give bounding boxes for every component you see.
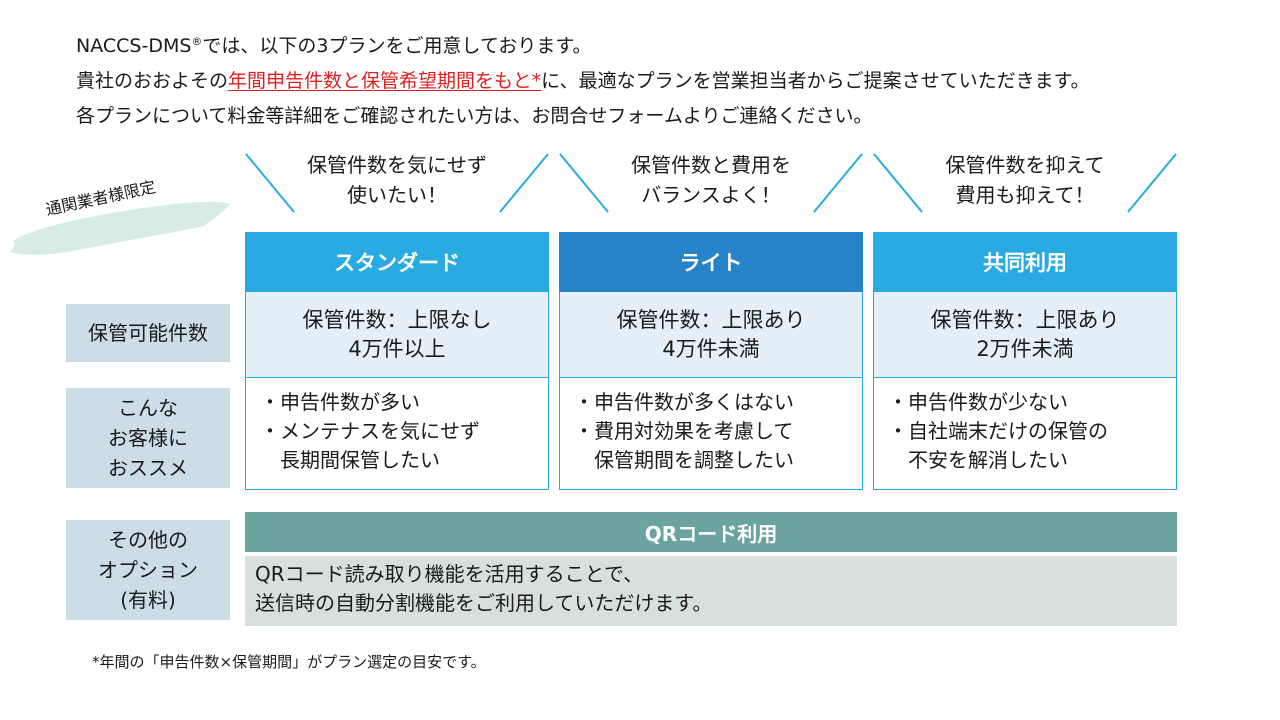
capacity-line: 4万件以上 xyxy=(348,336,446,361)
row-label-text: こんな xyxy=(118,396,178,420)
row-label-capacity: 保管可能件数 xyxy=(66,304,230,362)
recommend-item: 保管期間を調整したい xyxy=(574,448,794,472)
capacity-line: 保管件数：上限なし xyxy=(302,307,492,332)
recommend-item: ・費用対効果を考慮して xyxy=(574,419,794,443)
capacity-line: 保管件数：上限あり xyxy=(930,307,1120,332)
capacity-line: 保管件数：上限あり xyxy=(616,307,806,332)
exclusive-badge xyxy=(8,196,236,260)
recommend-item: ・申告件数が少ない xyxy=(888,390,1068,414)
plan-recommend-shared: ・申告件数が少ない ・自社端末だけの保管の 不安を解消したい xyxy=(873,378,1177,490)
intro-line-3: 各プランについて料金等詳細をご確認されたい方は、お問合せフォームよりご連絡くださ… xyxy=(76,105,873,127)
registered-mark: ® xyxy=(191,35,203,48)
intro-line-2-pre: 貴社のおおよその xyxy=(76,70,229,92)
plan-recommend-lite: ・申告件数が多くはない ・費用対効果を考慮して 保管期間を調整したい xyxy=(559,378,863,490)
row-label-text: オプション xyxy=(98,558,198,582)
intro-line-1: NACCS-DMS®では、以下の3プランをご用意しております。 xyxy=(76,24,1266,64)
recommend-item: 不安を解消したい xyxy=(888,448,1068,472)
option-qr-title: QRコード利用 xyxy=(245,512,1177,552)
option-desc-line: 送信時の自動分割機能をご利用していただけます。 xyxy=(255,591,713,615)
row-label-options: その他の オプション (有料) xyxy=(66,520,230,620)
plan-name-standard: スタンダード xyxy=(245,232,549,292)
speech-line: 使いたい！ xyxy=(347,183,447,207)
row-label-text: その他の xyxy=(108,528,188,552)
footnote: *年間の「申告件数×保管期間」がプラン選定の目安です。 xyxy=(92,653,486,671)
intro-line-2-post: に、最適なプランを営業担当者からご提案させていただきます。 xyxy=(541,70,1090,92)
plan-name-lite: ライト xyxy=(559,232,863,292)
speech-bracket-standard xyxy=(245,153,549,213)
speech-bracket-shared xyxy=(873,153,1177,213)
option-qr-description: QRコード読み取り機能を活用することで、 送信時の自動分割機能をご利用していただ… xyxy=(245,556,1177,626)
plan-capacity-standard: 保管件数：上限なし 4万件以上 xyxy=(245,292,549,378)
speech-shared: 保管件数を抑えて 費用も抑えて！ xyxy=(870,148,1180,218)
plan-recommend-standard: ・申告件数が多い ・メンテナスを気にせず 長期間保管したい xyxy=(245,378,549,490)
speech-text-shared: 保管件数を抑えて 費用も抑えて！ xyxy=(910,150,1140,210)
row-label-text: おススメ xyxy=(108,456,188,480)
capacity-line: 4万件未満 xyxy=(662,336,760,361)
speech-line: 保管件数と費用を xyxy=(631,153,791,177)
badge-brush-shape xyxy=(10,201,230,255)
plan-name-shared: 共同利用 xyxy=(873,232,1177,292)
speech-line: 保管件数を気にせず xyxy=(307,153,487,177)
speech-line: 保管件数を抑えて xyxy=(945,153,1105,177)
recommend-item: ・申告件数が多くはない xyxy=(574,390,794,414)
brand-name: NACCS-DMS xyxy=(76,35,192,57)
plan-capacity-shared: 保管件数：上限あり 2万件未満 xyxy=(873,292,1177,378)
speech-text-standard: 保管件数を気にせず 使いたい！ xyxy=(282,150,512,210)
intro-line-1-text: では、以下の3プランをご用意しております。 xyxy=(202,35,592,57)
intro-line-2: 貴社のおおよその年間申告件数と保管希望期間をもと*に、最適なプランを営業担当者か… xyxy=(76,64,1266,99)
row-label-text: お客様に xyxy=(108,426,188,450)
recommend-item: ・自社端末だけの保管の xyxy=(888,419,1108,443)
option-desc-line: QRコード読み取り機能を活用することで、 xyxy=(255,562,644,586)
row-label-text: 保管可能件数 xyxy=(88,321,208,345)
speech-lite: 保管件数と費用を バランスよく！ xyxy=(556,148,866,218)
capacity-line: 2万件未満 xyxy=(976,336,1074,361)
row-label-recommend: こんな お客様に おススメ xyxy=(66,388,230,488)
recommend-item: 長期間保管したい xyxy=(260,448,440,472)
intro-highlight: 年間申告件数と保管希望期間をもと* xyxy=(228,70,542,92)
plan-capacity-lite: 保管件数：上限あり 4万件未満 xyxy=(559,292,863,378)
speech-standard: 保管件数を気にせず 使いたい！ xyxy=(242,148,552,218)
intro-text: NACCS-DMS®では、以下の3プランをご用意しております。 貴社のおおよその… xyxy=(76,24,1266,134)
recommend-item: ・メンテナスを気にせず xyxy=(260,419,480,443)
speech-text-lite: 保管件数と費用を バランスよく！ xyxy=(596,150,826,210)
speech-line: バランスよく！ xyxy=(641,183,781,207)
recommend-item: ・申告件数が多い xyxy=(260,390,420,414)
speech-line: 費用も抑えて！ xyxy=(955,183,1095,207)
speech-bracket-lite xyxy=(559,153,863,213)
row-label-text: (有料) xyxy=(120,588,176,612)
